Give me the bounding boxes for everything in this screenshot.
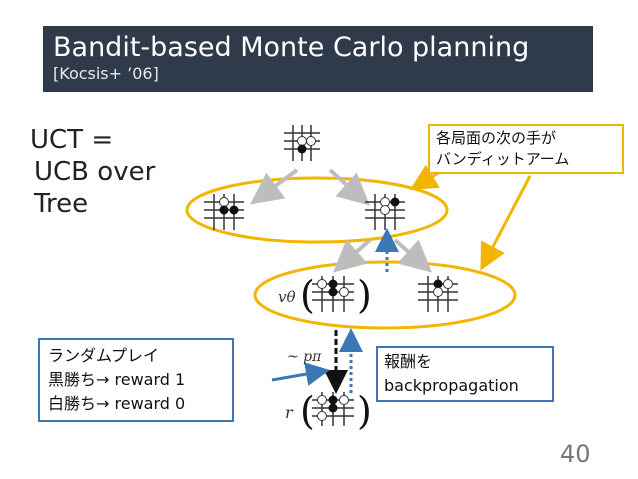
policy-label: ~ pπ	[287, 349, 322, 365]
tree-arrow-down-right	[393, 238, 433, 273]
paren-open-terminal: (	[300, 389, 315, 433]
uct-definition: UCT = UCB over Tree	[30, 124, 155, 220]
go-board-icon-leaf-right	[418, 276, 458, 312]
uct-line-3: Tree	[34, 189, 89, 219]
tree-level-ellipse	[185, 176, 449, 244]
random-play-line-2: 黒勝ち→ reward 1	[48, 370, 186, 389]
tree-arrow-right	[328, 168, 370, 206]
paren-close-terminal: )	[357, 389, 372, 433]
page-number: 40	[560, 440, 591, 468]
backprop-box: 報酬を backpropagation	[376, 346, 554, 402]
uct-line-2: UCB over	[34, 157, 156, 187]
random-play-line-1: ランダムプレイ	[48, 346, 160, 365]
callout-arrow-upper	[409, 164, 441, 191]
callout-line-1: 各局面の次の手が	[436, 129, 557, 147]
tree-arrow-left	[250, 168, 299, 205]
tree-arrow-down-left	[332, 238, 372, 273]
paren-open-leaf: (	[300, 273, 315, 317]
backprop-line-2: backpropagation	[384, 376, 519, 395]
slide-citation: [Kocsis+ ’06]	[53, 64, 159, 83]
uct-line-1: UCT =	[30, 125, 114, 155]
callout-arrow-lower	[480, 175, 532, 271]
go-board-icon-terminal	[312, 392, 354, 426]
reward-label: r	[285, 403, 294, 422]
random-play-arrow	[271, 362, 330, 386]
paren-close-leaf: )	[357, 273, 372, 317]
value-label: vθ	[278, 288, 296, 306]
go-board-icon-child-left	[204, 194, 244, 230]
leaf-level-ellipse	[253, 260, 517, 330]
bandit-arm-callout: 各局面の次の手が バンディットアーム	[428, 124, 624, 174]
go-board-icon-child-right	[365, 194, 405, 230]
callout-line-2: バンディットアーム	[436, 150, 570, 168]
go-board-icon-root	[284, 125, 320, 161]
go-board-icon-leaf-left	[312, 276, 354, 312]
slide-title: Bandit-based Monte Carlo planning	[53, 32, 530, 63]
title-bar: Bandit-based Monte Carlo planning [Kocsi…	[43, 26, 593, 92]
backprop-line-1: 報酬を	[384, 352, 433, 371]
random-play-line-3: 白勝ち→ reward 0	[48, 394, 186, 413]
random-play-box: ランダムプレイ 黒勝ち→ reward 1 白勝ち→ reward 0	[38, 338, 234, 422]
